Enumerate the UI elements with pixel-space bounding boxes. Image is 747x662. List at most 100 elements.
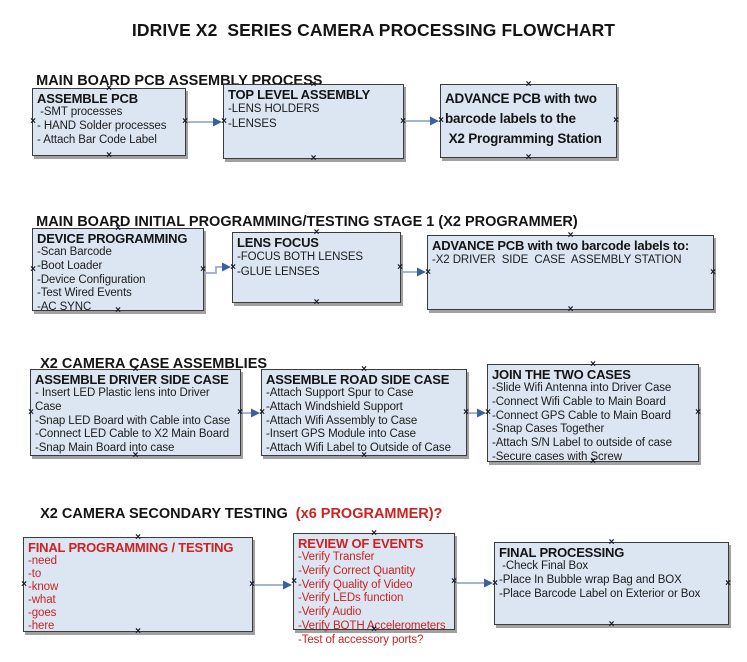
- box-title: JOIN THE TWO CASES: [492, 367, 631, 382]
- flow-box-final-programming-testing: FINAL PROGRAMMING / TESTING -need -to -k…: [21, 533, 255, 637]
- box-title: ADVANCE PCB with two barcode labels to:: [432, 238, 690, 253]
- box-item: -Verify LEDs function: [298, 592, 404, 605]
- box-item: -need: [28, 555, 57, 567]
- box-title: FINAL PROGRAMMING / TESTING: [28, 540, 234, 555]
- connection-point-icon: ×: [313, 227, 320, 238]
- connection-point-icon: ×: [132, 450, 139, 461]
- connection-point-icon: ×: [115, 305, 121, 316]
- box-item: -to: [28, 568, 42, 580]
- connection-point-icon: ×: [230, 261, 236, 273]
- box-item: -Connect GPS Cable to Main Board: [492, 409, 671, 422]
- section-heading-case-assemblies: X2 CAMERA CASE ASSEMBLIES: [24, 340, 267, 388]
- box-item: -Attach Wifi Label to Outside of Case: [266, 442, 451, 455]
- box-item: -Connect LED Cable to X2 Main Board: [35, 428, 230, 441]
- connection-point-icon: ×: [361, 450, 367, 461]
- connection-point-icon: ×: [695, 407, 701, 418]
- box-title: ASSEMBLE PCB: [37, 91, 138, 106]
- box-item: -X2 DRIVER SIDE CASE ASSEMBLY STATION: [432, 254, 682, 266]
- box-item: -Insert GPS Module into Case: [266, 428, 416, 441]
- flow-box-top-level-assembly: TOP LEVEL ASSEMBLY -LENS HOLDERS -LENSES…: [221, 79, 406, 164]
- flow-box-assemble-driver-side-case: ASSEMBLE DRIVER SIDE CASE - Insert LED P…: [28, 364, 243, 461]
- flow-arrow: [188, 117, 222, 127]
- box-title: LENS FOCUS: [237, 235, 319, 250]
- box-item: -Attach Wifi Assembly to Case: [266, 414, 418, 427]
- section-heading-red-text: (x6 PROGRAMMER)?: [295, 506, 443, 522]
- box-title: REVIEW OF EVENTS: [298, 536, 424, 551]
- box-item: -Snap Cases Together: [492, 423, 605, 436]
- connection-point-icon: ×: [310, 79, 317, 90]
- box-item: -Check Final Box: [499, 560, 589, 572]
- connection-point-icon: ×: [567, 304, 574, 315]
- box-item: -goes: [28, 607, 57, 619]
- box-item: -LENSES: [228, 118, 277, 130]
- connection-point-icon: ×: [397, 261, 403, 273]
- connection-point-icon: ×: [132, 364, 139, 375]
- connection-point-icon: ×: [451, 575, 457, 587]
- connection-point-icon: ×: [525, 79, 532, 90]
- connection-point-icon: ×: [237, 406, 243, 418]
- connection-point-icon: ×: [115, 223, 121, 234]
- connection-point-icon: ×: [310, 153, 317, 164]
- connection-point-icon: ×: [613, 115, 619, 126]
- box-item: -SMT processes: [37, 106, 123, 118]
- flow-box-final-processing: FINAL PROCESSING -Check Final Box -Place…: [492, 537, 731, 630]
- connection-point-icon: ×: [30, 116, 36, 127]
- connection-point-icon: ×: [371, 624, 377, 635]
- connection-point-icon: ×: [710, 266, 716, 278]
- flow-arrow: [456, 578, 493, 588]
- box-item: -AC SYNC: [37, 301, 92, 314]
- connection-point-icon: ×: [492, 577, 498, 589]
- connection-point-icon: ×: [438, 115, 444, 126]
- connection-point-icon: ×: [485, 407, 491, 418]
- section-heading-secondary-testing: X2 CAMERA SECONDARY TESTING (x6 PROGRAMM…: [24, 490, 442, 538]
- box-item: -Scan Barcode: [37, 246, 112, 258]
- box-item: -Verify Correct Quantity: [298, 564, 416, 577]
- connection-point-icon: ×: [425, 266, 431, 278]
- flow-arrow: [406, 116, 439, 126]
- box-item: -FOCUS BOTH LENSES: [237, 251, 363, 263]
- flow-box-assemble-road-side-case: ASSEMBLE ROAD SIDE CASE -Attach Support …: [259, 365, 469, 461]
- box-item: -Attach Support Spur to Case: [266, 387, 414, 399]
- connection-point-icon: ×: [259, 406, 265, 418]
- flow-arrow: [205, 262, 231, 274]
- box-item: -LENS HOLDERS: [228, 103, 320, 115]
- box-title: DEVICE PROGRAMMING: [37, 231, 188, 246]
- box-item: -what: [28, 594, 56, 606]
- section-heading-text: X2 CAMERA CASE ASSEMBLIES: [40, 356, 268, 372]
- box-title: ASSEMBLE DRIVER SIDE CASE: [35, 372, 229, 387]
- flow-arrow: [254, 580, 292, 590]
- connection-point-icon: ×: [221, 115, 227, 127]
- connection-point-icon: ×: [525, 152, 532, 163]
- connection-point-icon: ×: [400, 115, 406, 127]
- connection-point-icon: ×: [567, 230, 574, 241]
- box-item: -Attach Windshield Support: [266, 400, 403, 413]
- box-item: -Verify Audio: [298, 606, 362, 619]
- box-title: ASSEMBLE ROAD SIDE CASE: [266, 372, 450, 387]
- box-item: -know: [28, 581, 59, 593]
- box-item: -Secure cases with Screw: [492, 450, 622, 463]
- connection-point-icon: ×: [249, 578, 255, 590]
- flow-box-review-of-events: REVIEW OF EVENTS -Verify Transfer -Verif…: [291, 528, 457, 646]
- connection-point-icon: ×: [28, 406, 34, 418]
- connection-point-icon: ×: [590, 359, 596, 370]
- flow-box-device-programming: DEVICE PROGRAMMING -Scan Barcode -Boot L…: [30, 223, 206, 316]
- box-item: -Place In Bubble wrap Bag and BOX: [499, 573, 682, 586]
- box-item: -Connect Wifi Cable to Main Board: [492, 395, 666, 408]
- box-item: -GLUE LENSES: [237, 266, 320, 278]
- flow-box-assemble-pcb: ASSEMBLE PCB -SMT processes - HAND Solde…: [30, 84, 188, 161]
- connection-point-icon: ×: [608, 537, 615, 548]
- box-item: -Snap Main Board into case: [35, 442, 175, 455]
- box-item: -Snap LED Board with Cable into Case: [35, 414, 231, 427]
- flow-box-advance-pcb-driver-station: ADVANCE PCB with two barcode labels to: …: [425, 230, 716, 315]
- section-heading-text: MAIN BOARD INITIAL PROGRAMMING/TESTING S…: [36, 214, 578, 230]
- connection-point-icon: ×: [182, 116, 188, 127]
- box-item: -Boot Loader: [37, 259, 103, 272]
- flow-arrow: [402, 267, 426, 277]
- section-heading-text: X2 CAMERA SECONDARY TESTING: [40, 506, 296, 522]
- box-item: -Place Barcode Label on Exterior or Box: [499, 587, 701, 600]
- box-item: -Verify Transfer: [298, 551, 375, 563]
- box-item: - Attach Bar Code Label: [37, 133, 157, 146]
- connection-point-icon: ×: [371, 528, 377, 539]
- connection-point-icon: ×: [21, 578, 27, 590]
